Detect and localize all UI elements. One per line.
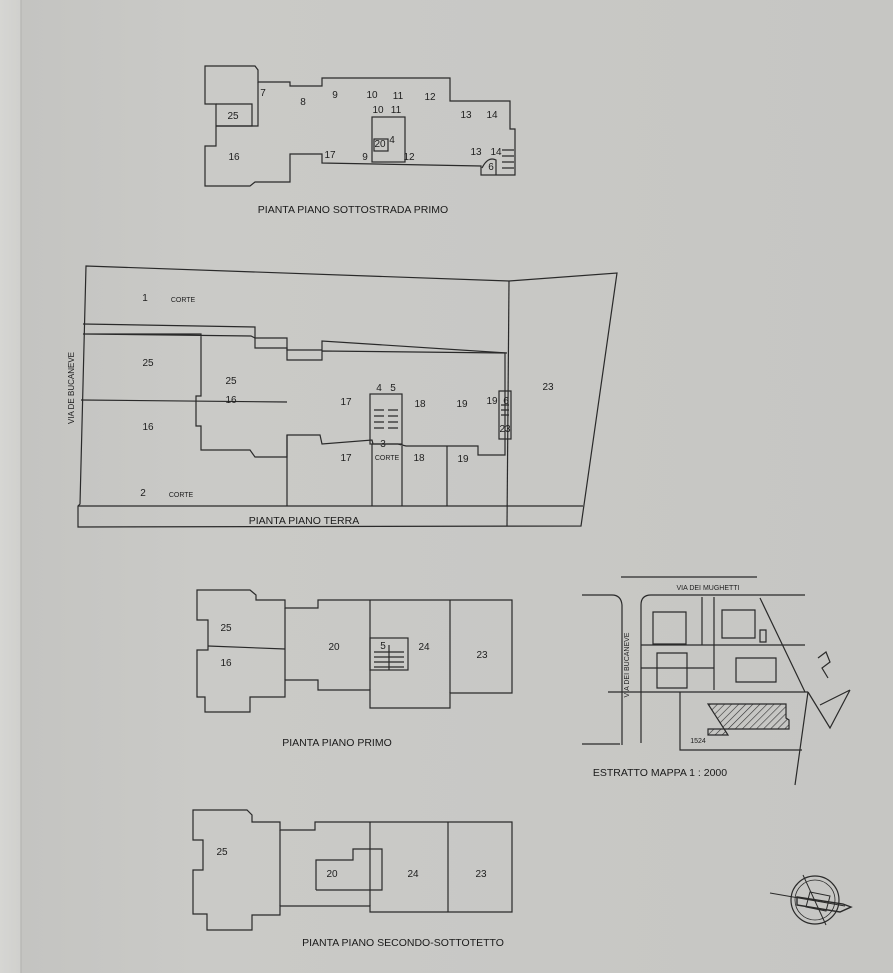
courtyard-1-boundary xyxy=(82,323,508,354)
parcel-number: 1524 xyxy=(690,738,706,745)
building-outline xyxy=(82,333,506,458)
room-label: 4 xyxy=(376,383,382,394)
compass-rose-icon xyxy=(769,874,853,926)
lot-outline xyxy=(77,265,618,528)
stair-icon xyxy=(498,390,512,440)
room-label: 25 xyxy=(225,376,237,387)
room-label: 14 xyxy=(486,110,498,121)
room-label: 25 xyxy=(220,623,232,634)
plan-title: PIANTA PIANO SECONDO-SOTTOTETTO xyxy=(302,937,504,949)
plan-sottostrada-primo: 7 8 9 10 11 12 13 14 25 16 17 10 11 20 4… xyxy=(204,65,516,216)
room-label: 17 xyxy=(340,453,352,464)
room-label: 12 xyxy=(403,152,415,163)
room-label: 18 xyxy=(413,453,425,464)
wall xyxy=(506,280,510,527)
plan-outline xyxy=(204,65,516,187)
room-label: 11 xyxy=(393,91,404,102)
subject-building-hatched xyxy=(706,703,790,736)
room-label: 5 xyxy=(380,641,386,652)
room-labels: 25 20 24 23 xyxy=(216,847,487,880)
room-label: 12 xyxy=(424,92,436,103)
stairwell xyxy=(371,116,406,163)
plan-piano-secondo-sottotetto: 25 20 24 23 PIANTA PIANO SECONDO-SOTTOTE… xyxy=(192,809,513,949)
room-label: 8 xyxy=(300,97,306,108)
map-title: ESTRATTO MAPPA 1 : 2000 xyxy=(593,767,727,779)
stairwell xyxy=(369,393,403,445)
room-20-outline xyxy=(315,848,383,891)
room-label: 6 xyxy=(488,162,494,173)
courtyard-label: CORTE xyxy=(169,492,194,499)
stair-box xyxy=(373,138,389,152)
room-label: 23 xyxy=(475,869,487,880)
room-label: 24 xyxy=(407,869,419,880)
room-label: 1 xyxy=(142,293,148,304)
stair-icon xyxy=(374,645,404,670)
room-label: 10 xyxy=(366,90,378,101)
room-label: 6 xyxy=(503,396,509,407)
wall xyxy=(207,645,286,650)
courtyard-label: CORTE xyxy=(171,297,196,304)
room-label: 23 xyxy=(542,382,554,393)
room-label: 25 xyxy=(216,847,228,858)
room-label: 20 xyxy=(328,642,340,653)
room-labels: 1 CORTE 25 25 16 16 17 4 5 18 19 19 6 23… xyxy=(140,293,554,499)
room-label: 3 xyxy=(380,439,386,450)
map-streets xyxy=(582,576,851,786)
map-buildings xyxy=(652,609,831,689)
plan-outline xyxy=(196,589,513,713)
room-label: 4 xyxy=(389,135,395,146)
plan-outline xyxy=(192,809,513,931)
room-label: 10 xyxy=(372,105,384,116)
room-label: 25 xyxy=(227,111,239,122)
plan-piano-primo: 25 16 20 5 24 23 PIANTA PIANO PRIMO xyxy=(196,589,513,749)
room-label: 5 xyxy=(390,383,396,394)
plan-title: PIANTA PIANO TERRA xyxy=(249,515,359,527)
room-label: 19 xyxy=(486,396,498,407)
room-label: 7 xyxy=(260,88,266,99)
room-label: 19 xyxy=(456,399,468,410)
room-label: 16 xyxy=(142,422,154,433)
room-label: 17 xyxy=(324,150,336,161)
plan-piano-terra: 1 CORTE 25 25 16 16 17 4 5 18 19 19 6 23… xyxy=(67,265,618,528)
room-label: 9 xyxy=(332,90,338,101)
stair-icon xyxy=(481,149,514,175)
room-label: 23 xyxy=(499,424,511,435)
room-label: 16 xyxy=(228,152,240,163)
room-label: 23 xyxy=(476,650,488,661)
plan-title: PIANTA PIANO PRIMO xyxy=(282,737,392,749)
street-label-top: VIA DEI MUGHETTI xyxy=(676,585,739,592)
room-label: 2 xyxy=(140,488,146,499)
stair-icon xyxy=(374,409,398,429)
courtyard-label: CORTE xyxy=(375,455,400,462)
room-label: 14 xyxy=(490,147,502,158)
room-label: 25 xyxy=(142,358,154,369)
street-label-left: VIA DEI BUCANEVE xyxy=(624,632,631,697)
map-extract: VIA DEI MUGHETTI VIA DEI BUCANEVE 1524 E… xyxy=(582,576,851,786)
wall xyxy=(80,399,288,403)
room-label: 19 xyxy=(457,454,469,465)
room-label: 16 xyxy=(220,658,232,669)
room-label: 9 xyxy=(362,152,368,163)
room-label: 24 xyxy=(418,642,430,653)
room-labels: 25 16 20 5 24 23 xyxy=(220,623,488,669)
room-label: 11 xyxy=(391,105,402,116)
room-label: 20 xyxy=(326,869,338,880)
room-label: 17 xyxy=(340,397,352,408)
wall xyxy=(216,82,259,127)
room-label: 16 xyxy=(225,395,237,406)
plan-title: PIANTA PIANO SOTTOSTRADA PRIMO xyxy=(258,204,448,216)
room-label: 18 xyxy=(414,399,426,410)
room-labels: 7 8 9 10 11 12 13 14 25 16 17 10 11 20 4… xyxy=(227,88,502,173)
room-label: 13 xyxy=(470,147,482,158)
street-label: VIA DE BUCANEVE xyxy=(67,352,76,424)
room-label: 20 xyxy=(374,139,386,150)
room-label: 13 xyxy=(460,110,472,121)
